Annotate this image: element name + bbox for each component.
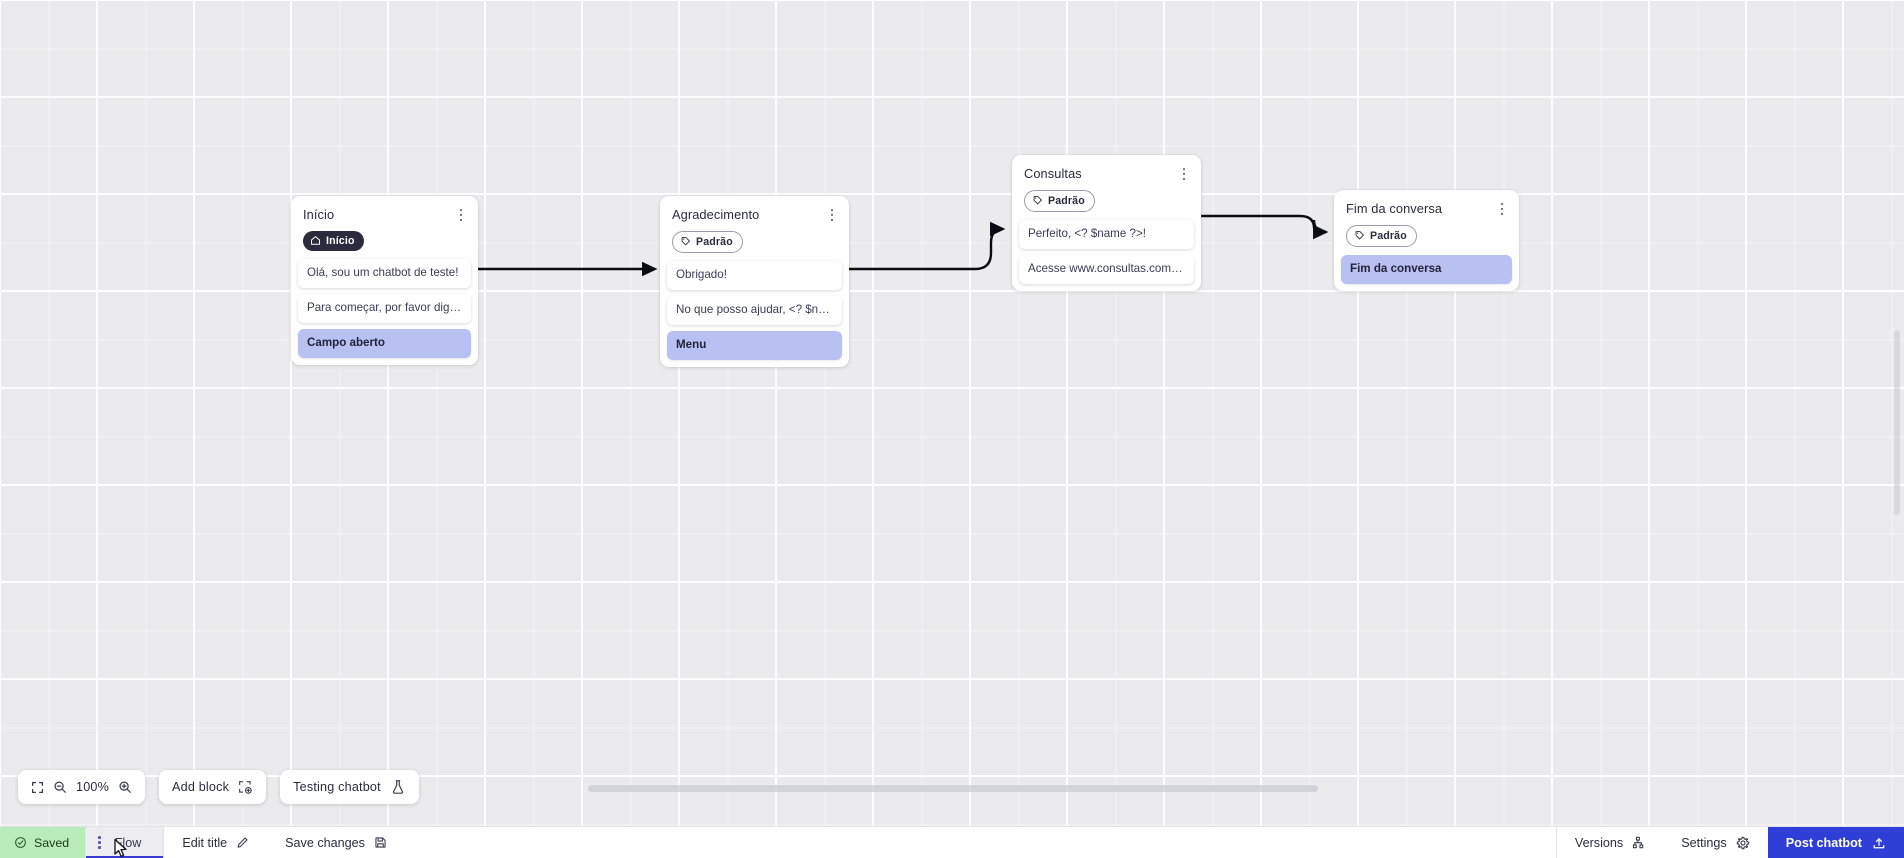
node-badge-label: Padrão xyxy=(696,235,733,248)
zoom-in-icon[interactable] xyxy=(118,780,132,794)
pencil-icon xyxy=(237,837,248,848)
node-title: Agradecimento xyxy=(672,207,760,222)
flow-node-fim-da-conversa[interactable]: Fim da conversa Padrão Fim da conversa xyxy=(1334,190,1519,291)
node-rows: Fim da conversa xyxy=(1334,249,1519,284)
testing-chatbot-label: Testing chatbot xyxy=(293,780,381,794)
add-block-button[interactable]: Add block xyxy=(159,770,267,804)
node-rows: Perfeito, <? $name ?>! Acesse www.consul… xyxy=(1012,214,1201,284)
testing-chatbot-button[interactable]: Testing chatbot xyxy=(280,770,419,804)
node-badge-label: Padrão xyxy=(1370,229,1407,242)
node-row-message[interactable]: Olá, sou um chatbot de teste! xyxy=(298,259,471,288)
post-chatbot-button[interactable]: Post chatbot xyxy=(1767,827,1904,858)
tag-icon xyxy=(1033,196,1042,205)
node-badge-row: Padrão xyxy=(660,224,849,255)
node-header: Consultas xyxy=(1012,155,1201,183)
edge-consultas-to-fim xyxy=(1200,214,1329,240)
floppy-disk-icon xyxy=(375,837,386,848)
post-chatbot-label: Post chatbot xyxy=(1785,835,1862,850)
edit-title-button[interactable]: Edit title xyxy=(164,827,267,858)
edit-title-label: Edit title xyxy=(182,835,228,850)
node-row-message[interactable]: Para começar, por favor digite o ... xyxy=(298,294,471,323)
bottom-status-bar: Saved Flow Edit title Save changes Versi… xyxy=(0,826,1904,858)
check-circle-icon xyxy=(15,837,26,848)
node-row-action[interactable]: Campo aberto xyxy=(298,329,471,358)
flow-node-inicio[interactable]: Início Início Olá, sou um chatbot de tes… xyxy=(291,196,478,365)
node-row-action[interactable]: Menu xyxy=(667,330,842,360)
node-menu-button[interactable] xyxy=(1495,200,1509,218)
flow-node-consultas[interactable]: Consultas Padrão Perfeito, <? $name ?>! … xyxy=(1012,155,1201,291)
node-badge-row: Padrão xyxy=(1012,183,1201,214)
node-rows: Obrigado! No que posso ajudar, <? $name … xyxy=(660,255,849,360)
tag-icon xyxy=(1355,231,1364,240)
gear-icon xyxy=(1736,836,1749,849)
flow-node-agradecimento[interactable]: Agradecimento Padrão Obrigado! No que po… xyxy=(660,196,849,367)
node-header: Início xyxy=(291,196,478,224)
tab-flow-label: Flow xyxy=(114,835,142,850)
statusbar-right-group: Versions Settings Post chatbot xyxy=(1555,827,1904,858)
home-icon xyxy=(311,236,320,245)
flask-icon xyxy=(390,779,406,795)
node-badge-label: Início xyxy=(326,234,355,247)
node-badge-row: Padrão xyxy=(1334,218,1519,249)
save-changes-button[interactable]: Save changes xyxy=(267,827,405,858)
tag-icon xyxy=(681,237,690,246)
saved-label: Saved xyxy=(34,835,70,850)
node-row-message[interactable]: No que posso ajudar, <? $name ... xyxy=(667,295,842,325)
vertical-scrollbar[interactable] xyxy=(1894,330,1900,515)
flow-connectors xyxy=(478,214,1329,277)
add-block-icon xyxy=(238,780,253,795)
save-changes-label: Save changes xyxy=(285,835,365,850)
node-badge-row: Início xyxy=(291,224,478,253)
node-badge-padrao[interactable]: Padrão xyxy=(672,231,743,253)
branch-icon xyxy=(1633,836,1644,849)
settings-button[interactable]: Settings xyxy=(1663,827,1768,858)
node-badge-padrao[interactable]: Padrão xyxy=(1346,225,1417,247)
zoom-out-icon[interactable] xyxy=(53,780,67,794)
node-title: Fim da conversa xyxy=(1346,201,1443,216)
versions-label: Versions xyxy=(1574,835,1624,850)
node-menu-button[interactable] xyxy=(825,206,839,224)
statusbar-spacer xyxy=(405,827,1556,858)
canvas-toolbar: 100% Add block xyxy=(18,770,419,804)
node-menu-button[interactable] xyxy=(1177,165,1191,183)
node-title: Início xyxy=(303,207,335,222)
node-badge-label: Padrão xyxy=(1048,194,1085,207)
add-block-label: Add block xyxy=(172,780,230,794)
node-badge-padrao[interactable]: Padrão xyxy=(1024,190,1095,212)
edge-agradecimento-to-consultas xyxy=(849,221,1006,271)
zoom-controls: 100% xyxy=(18,770,146,804)
flow-tab-menu-icon[interactable] xyxy=(98,836,101,849)
node-row-message[interactable]: Perfeito, <? $name ?>! xyxy=(1019,219,1194,249)
node-header: Agradecimento xyxy=(660,196,849,224)
node-title: Consultas xyxy=(1024,166,1082,181)
node-menu-button[interactable] xyxy=(454,206,468,224)
settings-label: Settings xyxy=(1681,835,1727,850)
node-badge-inicio[interactable]: Início xyxy=(303,231,364,251)
node-row-message[interactable]: Obrigado! xyxy=(667,260,842,290)
fit-screen-icon[interactable] xyxy=(31,781,44,794)
flow-canvas[interactable]: Início Início Olá, sou um chatbot de tes… xyxy=(0,0,1904,826)
versions-button[interactable]: Versions xyxy=(1557,827,1663,858)
horizontal-scrollbar[interactable] xyxy=(588,785,1318,792)
zoom-level-label: 100% xyxy=(76,780,110,794)
node-header: Fim da conversa xyxy=(1334,190,1519,218)
upload-icon xyxy=(1873,837,1885,848)
tab-flow[interactable]: Flow xyxy=(85,827,165,858)
saved-status-badge: Saved xyxy=(0,827,86,858)
node-rows: Olá, sou um chatbot de teste! Para começ… xyxy=(291,253,478,358)
node-row-message[interactable]: Acesse www.consultas.com par... xyxy=(1019,254,1194,284)
node-row-action[interactable]: Fim da conversa xyxy=(1341,254,1512,284)
